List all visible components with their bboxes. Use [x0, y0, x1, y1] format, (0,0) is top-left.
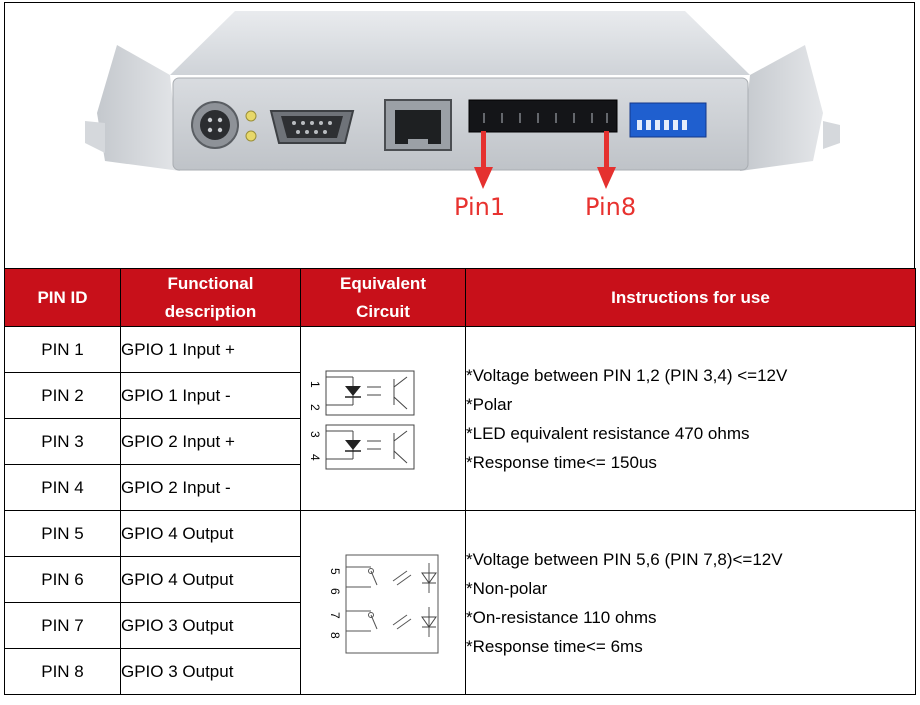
- pin-id-cell: PIN 1: [4, 326, 121, 373]
- instruction-line: *Voltage between PIN 5,6 (PIN 7,8)<=12V: [466, 549, 783, 569]
- device-top-surface: [170, 11, 750, 75]
- pin-id-cell: PIN 7: [4, 602, 121, 649]
- pin-id-cell: PIN 4: [4, 464, 121, 511]
- instruction-line: *Response time<= 6ms: [466, 636, 643, 656]
- function-cell: GPIO 1 Input -: [120, 372, 301, 419]
- table-row: PIN 5 GPIO 4 Output 5 6 7 8: [4, 510, 916, 695]
- function-cell: GPIO 2 Input -: [120, 464, 301, 511]
- circuit-pin-number: 7: [328, 612, 342, 619]
- header-equivalent-circuit: Equivalent Circuit: [300, 268, 466, 327]
- circuit-pin-number: 8: [328, 632, 342, 639]
- table-row: PIN 3 GPIO 2 Input +: [4, 418, 916, 465]
- pin-id-cell: PIN 8: [4, 648, 121, 695]
- input-circuit-cell: 1 2 3 4: [300, 326, 466, 511]
- output-circuit-cell: 5 6 7 8: [300, 510, 466, 695]
- instruction-line: *On-resistance 110 ohms: [466, 607, 657, 627]
- instruction-line: *Polar: [466, 394, 513, 414]
- table-row: PIN 7 GPIO 3 Output: [4, 602, 916, 649]
- table-row: PIN 4 GPIO 2 Input -: [4, 464, 916, 511]
- pin8-label: Pin8: [585, 193, 637, 221]
- header-instructions: Instructions for use: [465, 268, 916, 327]
- table-row: PIN 8 GPIO 3 Output: [4, 648, 916, 695]
- pin8-arrow: [597, 131, 616, 189]
- function-cell: GPIO 4 Output: [120, 556, 301, 603]
- circuit-pin-number: 4: [308, 454, 322, 461]
- terminal-block: [468, 99, 618, 133]
- pin1-label: Pin1: [454, 193, 506, 221]
- instruction-line: *Response time<= 150us: [466, 452, 657, 472]
- pin-id-cell: PIN 6: [4, 556, 121, 603]
- circuit-pin-number: 2: [308, 404, 322, 411]
- led-indicator-1: [245, 110, 257, 122]
- function-cell: GPIO 1 Input +: [120, 326, 301, 373]
- table-row: PIN 6 GPIO 4 Output: [4, 556, 916, 603]
- function-cell: GPIO 4 Output: [120, 510, 301, 557]
- circuit-pin-number: 5: [328, 568, 342, 575]
- circuit-pin-number: 6: [328, 588, 342, 595]
- instruction-line: *Non-polar: [466, 578, 548, 598]
- instruction-line: *LED equivalent resistance 470 ohms: [466, 423, 750, 443]
- circuit-pin-number: 3: [308, 431, 322, 438]
- optocoupler-input-circuit: 1 2 3 4: [308, 370, 415, 469]
- table-row: PIN 1 GPIO 1 Input + 1 2 3 4: [4, 326, 916, 511]
- input-instructions-cell: *Voltage between PIN 1,2 (PIN 3,4) <=12V…: [465, 326, 916, 511]
- pin-id-cell: PIN 5: [4, 510, 121, 557]
- dip-switch: [629, 102, 707, 138]
- function-cell: GPIO 3 Output: [120, 602, 301, 649]
- pin-spec-table: PIN ID Functional description Equivalent…: [4, 268, 916, 695]
- led-indicator-2: [245, 130, 257, 142]
- instruction-line: *Voltage between PIN 1,2 (PIN 3,4) <=12V: [466, 365, 788, 385]
- function-cell: GPIO 3 Output: [120, 648, 301, 695]
- device-photo-panel: Pin1 Pin8: [4, 2, 915, 268]
- pin-id-cell: PIN 3: [4, 418, 121, 465]
- function-cell: GPIO 2 Input +: [120, 418, 301, 465]
- circuit-pin-number: 1: [308, 381, 322, 388]
- device-right-side: [740, 45, 823, 171]
- table-row: PIN 2 GPIO 1 Input -: [4, 372, 916, 419]
- device-illustration: [85, 11, 840, 189]
- header-functional-description: Functional description: [120, 268, 301, 327]
- device-left-side: [97, 45, 180, 171]
- pin1-arrow: [474, 131, 493, 189]
- header-pin-id: PIN ID: [4, 268, 121, 327]
- table-header-row: PIN ID Functional description Equivalent…: [4, 268, 916, 327]
- pin-id-cell: PIN 2: [4, 372, 121, 419]
- relay-output-circuit: 5 6 7 8: [328, 554, 439, 653]
- output-instructions-cell: *Voltage between PIN 5,6 (PIN 7,8)<=12V …: [465, 510, 916, 695]
